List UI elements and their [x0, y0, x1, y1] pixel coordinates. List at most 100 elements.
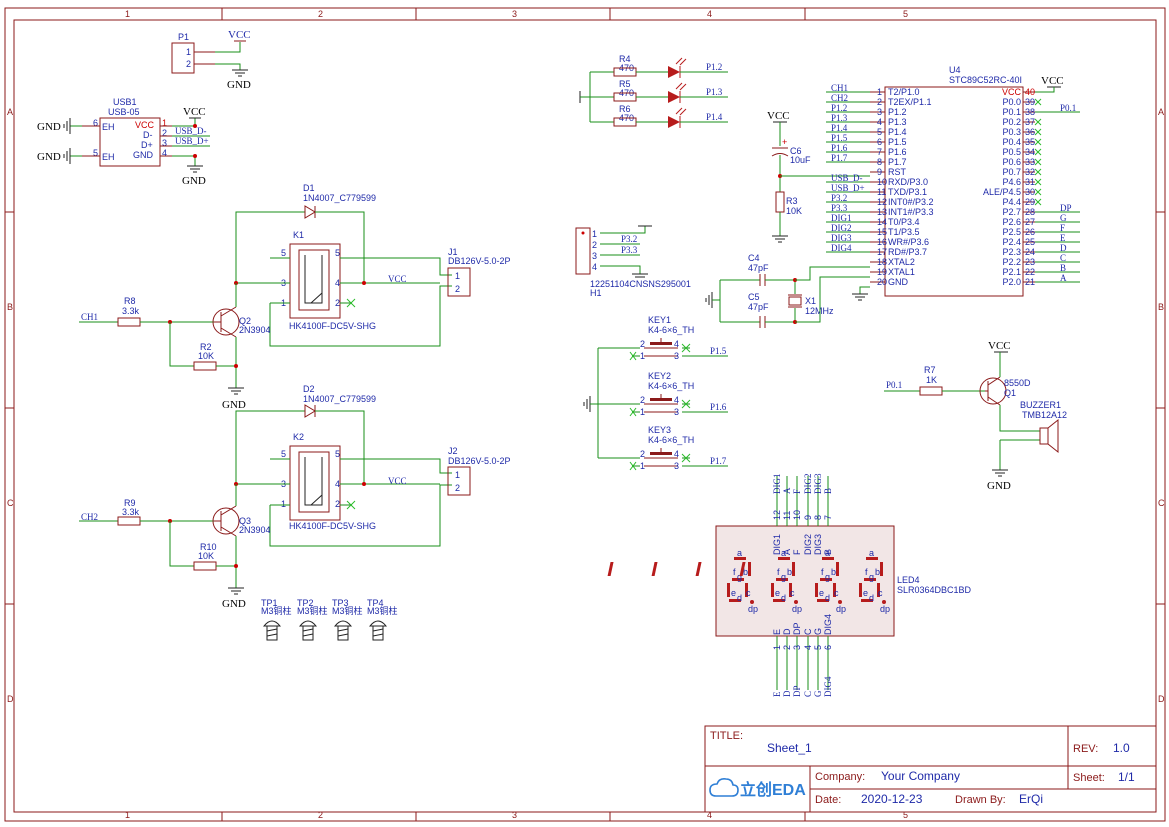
- buzzer-net: P0.1: [886, 380, 902, 390]
- k2-pin-5b: 5: [335, 449, 340, 459]
- zone-col-top-0: 1: [125, 9, 130, 19]
- k1-pin-4: 4: [335, 278, 340, 288]
- j2-part: DB126V-5.0-2P: [448, 456, 511, 466]
- r2-val: 10K: [198, 351, 214, 361]
- q1-ref: Q1: [1004, 388, 1016, 398]
- digit-2-d: d: [781, 593, 786, 603]
- led-diode-0: [668, 66, 680, 78]
- disp-top-net-0: DIG1: [772, 474, 782, 495]
- key-3-pin-2: 2: [640, 449, 645, 459]
- svg-text:+: +: [782, 137, 787, 147]
- led-resistor-2-ref: R6: [619, 104, 631, 114]
- tp-2-head: [298, 620, 318, 627]
- zone-row-left-0: A: [7, 107, 13, 117]
- disp-top-inner-5: B: [823, 549, 833, 555]
- buzzer-part: TMB12A12: [1022, 410, 1067, 420]
- disp-bot-inner-3: C: [803, 628, 813, 635]
- led-resistor-1-ref: R5: [619, 79, 631, 89]
- digit-1-g: g: [737, 572, 742, 582]
- u4-net-left-5: P1.4: [831, 123, 848, 133]
- digit-2-b: b: [787, 567, 792, 577]
- usb-part: USB-05: [108, 107, 140, 117]
- u4-pin-21-name: P2.0: [1002, 277, 1021, 287]
- q2-gnd-label: GND: [222, 399, 246, 411]
- k1-pin-5b: 5: [335, 248, 340, 258]
- disp-top-inner-1: A: [782, 549, 792, 555]
- h1-ref: H1: [590, 288, 602, 298]
- q3-gnd-label: GND: [222, 598, 246, 610]
- buzzer-ref: BUZZER1: [1020, 400, 1061, 410]
- disp-bot-net-4: G: [813, 690, 823, 697]
- usb-pin-dminus: D-: [143, 130, 153, 140]
- disp-bot-inner-5: DIG4: [823, 614, 833, 635]
- usb-gnd-label-2: GND: [37, 151, 61, 163]
- u4-pin-24-num: 24: [1025, 247, 1035, 257]
- led-diode-2: [668, 116, 680, 128]
- u4-net-right-26: F: [1060, 223, 1065, 233]
- led4-ref: LED4: [897, 575, 920, 585]
- key-1-pin-3: 3: [674, 351, 679, 361]
- disp-top-pin-3: 9: [803, 515, 813, 520]
- j2-pin-1: 1: [455, 470, 460, 480]
- u4-pin-3-name: P1.2: [888, 107, 907, 117]
- usb-pinnum-6: 6: [93, 118, 98, 128]
- d1-ref: D1: [303, 183, 315, 193]
- digit-2-a: a: [781, 548, 786, 558]
- u4-pin-31-num: 31: [1025, 177, 1035, 187]
- u4-pin-20-name: GND: [888, 277, 909, 287]
- digit-4-g: g: [869, 572, 874, 582]
- rev-value: 1.0: [1113, 741, 1130, 755]
- r3-ref: R3: [786, 196, 798, 206]
- u4-net-left-14: DIG1: [831, 213, 852, 223]
- c4-val: 47pF: [748, 263, 769, 273]
- lceda-logo: 立创EDA: [709, 778, 806, 799]
- c5-val: 47pF: [748, 302, 769, 312]
- k1-ref: K1: [293, 230, 304, 240]
- j2-ref: J2: [448, 446, 458, 456]
- lceda-logo-text: 立创EDA: [740, 780, 806, 799]
- digit-3-b: b: [831, 567, 836, 577]
- disp-bot-inner-1: D: [782, 628, 792, 635]
- k2-pin-1: 1: [281, 499, 286, 509]
- key-2-pin-3: 3: [674, 407, 679, 417]
- u4-pin-39-name: P0.0: [1002, 97, 1021, 107]
- key-1-pin-2: 2: [640, 339, 645, 349]
- q3-part: 2N3904: [239, 525, 271, 535]
- tp-3-head: [333, 620, 353, 627]
- zone-row-right-2: C: [1158, 498, 1165, 508]
- u4-pin-25-name: P2.4: [1002, 237, 1021, 247]
- drawn-label: Drawn By:: [955, 794, 1006, 806]
- tp-4-val: M3铜柱: [367, 605, 398, 616]
- digit-2-dp: dp: [792, 604, 802, 614]
- digit-4-c: c: [878, 588, 883, 598]
- usb-pinnum-2: 2: [162, 128, 167, 138]
- tp-1-body: [266, 625, 278, 641]
- key-3-ref: KEY3: [648, 425, 671, 435]
- u4-pin-22-name: P2.1: [1002, 267, 1021, 277]
- u4-pin-13-name: INT1#/P3.3: [888, 207, 934, 217]
- u4-pin-37-name: P0.2: [1002, 117, 1021, 127]
- buzzer-gnd-label: GND: [987, 480, 1011, 492]
- ch2-net: CH2: [81, 512, 98, 522]
- u4-net-right-23: C: [1060, 253, 1066, 263]
- u4-pin-6-num: 6: [877, 137, 882, 147]
- u4-pin-36-name: P0.3: [1002, 127, 1021, 137]
- u4-pin-9-num: 9: [877, 167, 882, 177]
- disp-bot-pin-2: 3: [792, 645, 802, 650]
- h1-net-p33: P3.3: [621, 245, 638, 255]
- u4-net-left-15: DIG2: [831, 223, 852, 233]
- usb-pinnum-4: 4: [162, 148, 167, 158]
- digit-1-f: f: [733, 567, 736, 577]
- zone-col-bottom-0: 1: [125, 810, 130, 820]
- usb-pinnum-3: 3: [162, 138, 167, 148]
- led-net-0: P1.2: [706, 62, 722, 72]
- disp-top-net-5: B: [823, 488, 833, 494]
- h1-net-p32: P3.2: [621, 234, 637, 244]
- p1-vcc-label: VCC: [228, 29, 251, 41]
- tp-2-ref: TP2: [297, 598, 314, 608]
